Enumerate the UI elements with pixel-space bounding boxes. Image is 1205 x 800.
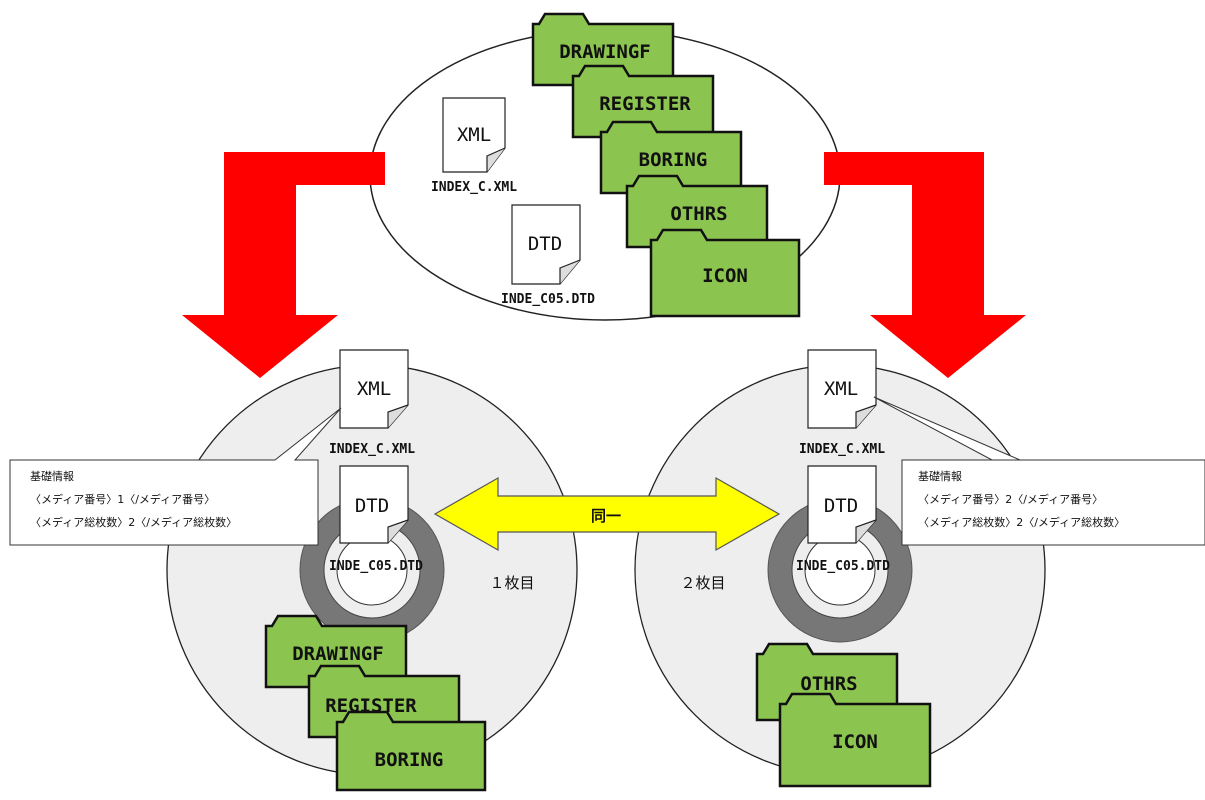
disc-1-callout: 基礎情報 〈メディア番号〉1〈/メディア番号〉 〈メディア総枚数〉2〈/メディア…: [9, 407, 342, 546]
disc-2-callout-line-2: 〈メディア総枚数〉2〈/メディア総枚数〉: [918, 515, 1125, 529]
red-arrow-right: [824, 152, 1026, 378]
source-folder-icon: ICON: [649, 228, 801, 318]
svg-text:DRAWINGF: DRAWINGF: [559, 41, 651, 63]
same-double-arrow: [433, 476, 781, 552]
svg-text:DTD: DTD: [824, 495, 858, 517]
disc-2-callout-title: 基礎情報: [918, 470, 962, 483]
disc-2-callout: 基礎情報 〈メディア番号〉2〈/メディア番号〉 〈メディア総枚数〉2〈/メディア…: [873, 396, 1205, 546]
source-xml-file: XML: [442, 97, 506, 173]
svg-text:BORING: BORING: [375, 749, 444, 771]
svg-text:ICON: ICON: [702, 265, 748, 287]
disc-1-xml-filename: INDEX_C.XML: [329, 442, 415, 457]
source-xml-filename: INDEX_C.XML: [431, 180, 517, 195]
same-label: 同一: [591, 507, 621, 525]
svg-text:ICON: ICON: [832, 731, 878, 753]
disc-2-folder-icon: ICON: [778, 692, 932, 788]
source-dtd-icon-text: DTD: [528, 233, 562, 255]
svg-text:BORING: BORING: [639, 149, 708, 171]
disc-1-folder-boring: BORING: [335, 710, 487, 792]
disc-1-xml-file: XML: [339, 349, 409, 429]
source-xml-icon-text: XML: [457, 124, 491, 146]
disc-1-callout-line-2: 〈メディア総枚数〉2〈/メディア総枚数〉: [30, 515, 237, 529]
disc-2-dtd-file: DTD: [807, 465, 877, 544]
svg-text:OTHRS: OTHRS: [670, 203, 727, 225]
svg-text:OTHRS: OTHRS: [800, 673, 857, 695]
svg-text:DTD: DTD: [355, 495, 389, 517]
disc-2-callout-line-1: 〈メディア番号〉2〈/メディア番号〉: [918, 492, 1103, 506]
disc-1-label: １枚目: [489, 574, 534, 592]
source-dtd-file: DTD: [511, 204, 581, 285]
disc-2-xml-filename: INDEX_C.XML: [799, 442, 885, 457]
disc-1-dtd-filename: INDE_C05.DTD: [329, 559, 423, 574]
svg-text:XML: XML: [824, 378, 858, 400]
disc-1-callout-title: 基礎情報: [30, 470, 74, 483]
disc-1-callout-line-1: 〈メディア番号〉1〈/メディア番号〉: [30, 492, 215, 506]
red-arrow-left: [182, 152, 385, 378]
svg-text:XML: XML: [357, 378, 391, 400]
disc-2-label: ２枚目: [680, 574, 725, 592]
svg-text:DRAWINGF: DRAWINGF: [292, 643, 384, 665]
disc-2-xml-file: XML: [807, 349, 877, 429]
disc-1-dtd-file: DTD: [339, 465, 409, 544]
source-dtd-filename: INDE_C05.DTD: [501, 292, 595, 307]
svg-text:REGISTER: REGISTER: [599, 93, 691, 115]
source-folder-boring: BORING: [599, 120, 743, 195]
disc-2-dtd-filename: INDE_C05.DTD: [796, 559, 890, 574]
